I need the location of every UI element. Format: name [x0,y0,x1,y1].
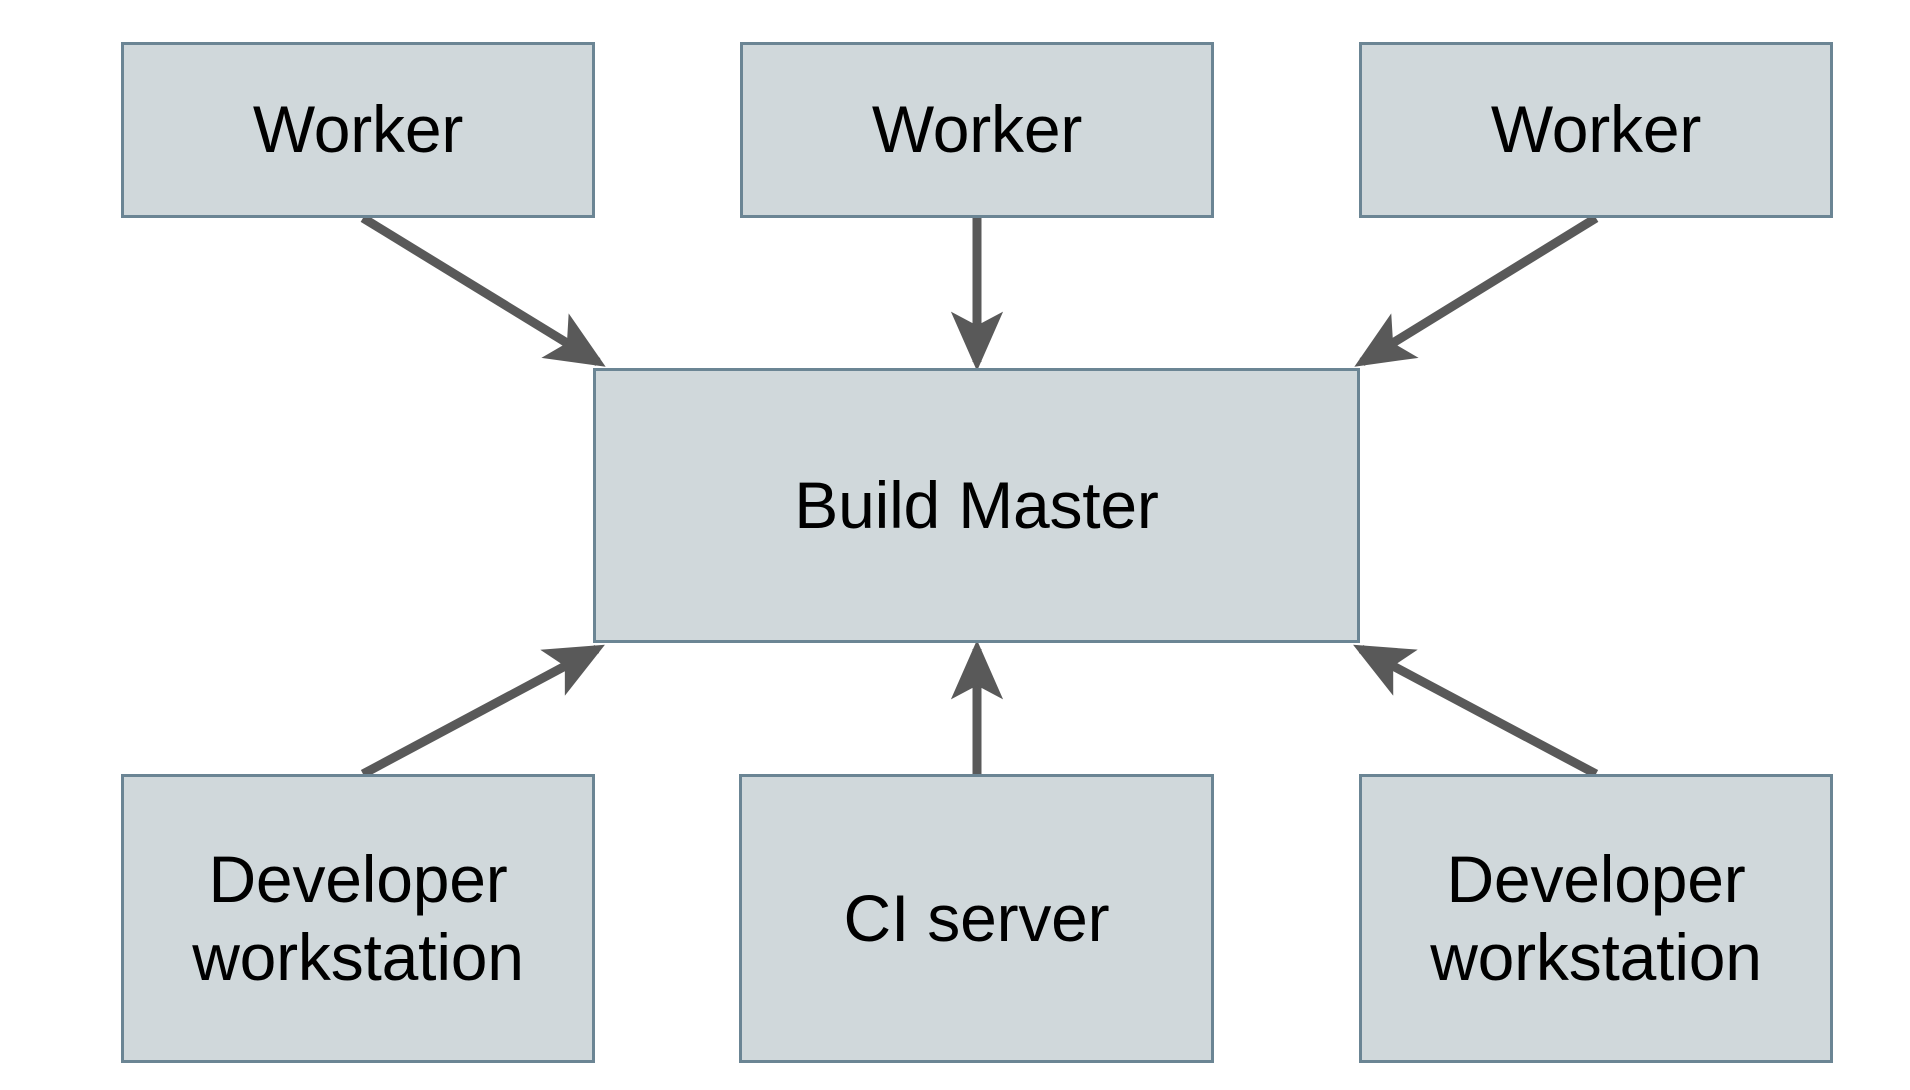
node-developer-workstation-left[interactable]: Developer workstation [121,774,595,1063]
node-ci-server[interactable]: CI server [739,774,1214,1063]
node-developer-workstation-right[interactable]: Developer workstation [1359,774,1833,1063]
node-developer-workstation-right-label: Developer workstation [1430,841,1762,994]
node-worker-3-label: Worker [1490,92,1702,167]
node-worker-1-label: Worker [252,92,464,167]
node-worker-3[interactable]: Worker [1359,42,1833,218]
edge-worker-3-to-build-master [1354,214,1599,367]
node-developer-workstation-left-label: Developer workstation [192,841,524,994]
edge-dev-ws-1-to-build-master [360,644,605,778]
edge-dev-ws-2-to-build-master [1353,644,1599,778]
node-ci-server-label: CI server [843,880,1110,955]
node-worker-2-label: Worker [871,92,1083,167]
node-build-master[interactable]: Build Master [593,368,1360,643]
node-build-master-label: Build Master [794,467,1159,542]
node-worker-1[interactable]: Worker [121,42,595,218]
edge-worker-1-to-build-master [360,214,606,367]
node-worker-2[interactable]: Worker [740,42,1214,218]
